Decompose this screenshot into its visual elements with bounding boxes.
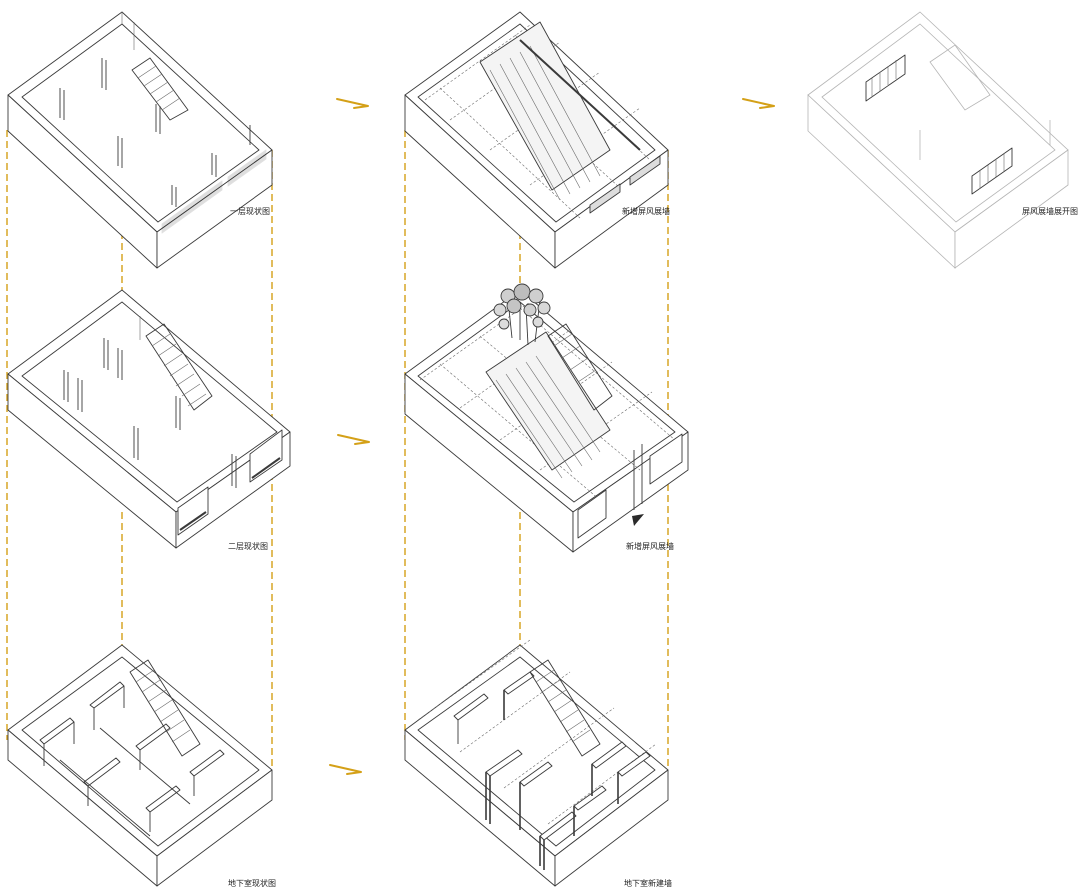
north-arrow-icon (632, 514, 644, 526)
label-basement-existing: 地下室现状图 (228, 878, 276, 888)
floor2-new-model: 新增屏风展墙 (404, 283, 689, 553)
basement-new-model: 地下室新建墙 (404, 639, 672, 888)
right-arrow-icon (742, 98, 775, 109)
staircase (131, 57, 189, 121)
partition-wall (39, 681, 225, 837)
column (63, 338, 237, 488)
staircase (145, 323, 213, 411)
right-arrow-icon (329, 764, 362, 775)
label-floor1-new: 新增屏风展墙 (622, 206, 670, 216)
label-floor1-existing: 一层现状图 (230, 206, 270, 216)
staircase (129, 659, 201, 757)
label-floor1-unfold: 屏风展墙展开图 (1022, 206, 1078, 216)
screen-wall (479, 21, 611, 201)
floor1-new-model: 新增屏风展墙 (404, 11, 670, 269)
staircase (547, 323, 613, 411)
column (59, 58, 251, 207)
floor2-existing-model: 二层现状图 (7, 289, 291, 551)
alignment-guides (6, 130, 669, 770)
staircase (529, 659, 601, 757)
floor1-unfold-model: 屏风展墙展开图 (807, 11, 1078, 269)
right-arrow-icon (336, 98, 369, 109)
label-floor2-existing: 二层现状图 (228, 541, 268, 551)
unfolded-screen-panel (865, 54, 906, 102)
floor1-existing-model: 一层现状图 (7, 11, 273, 269)
new-wall (453, 671, 651, 870)
screen-wall (485, 331, 611, 479)
right-arrow-icon (337, 434, 370, 445)
label-floor2-new: 新增屏风展墙 (626, 541, 674, 551)
label-basement-new: 地下室新建墙 (624, 878, 672, 888)
basement-existing-model: 地下室现状图 (7, 644, 276, 888)
tree-icon (493, 283, 551, 346)
unfolded-screen-panel (971, 147, 1013, 195)
